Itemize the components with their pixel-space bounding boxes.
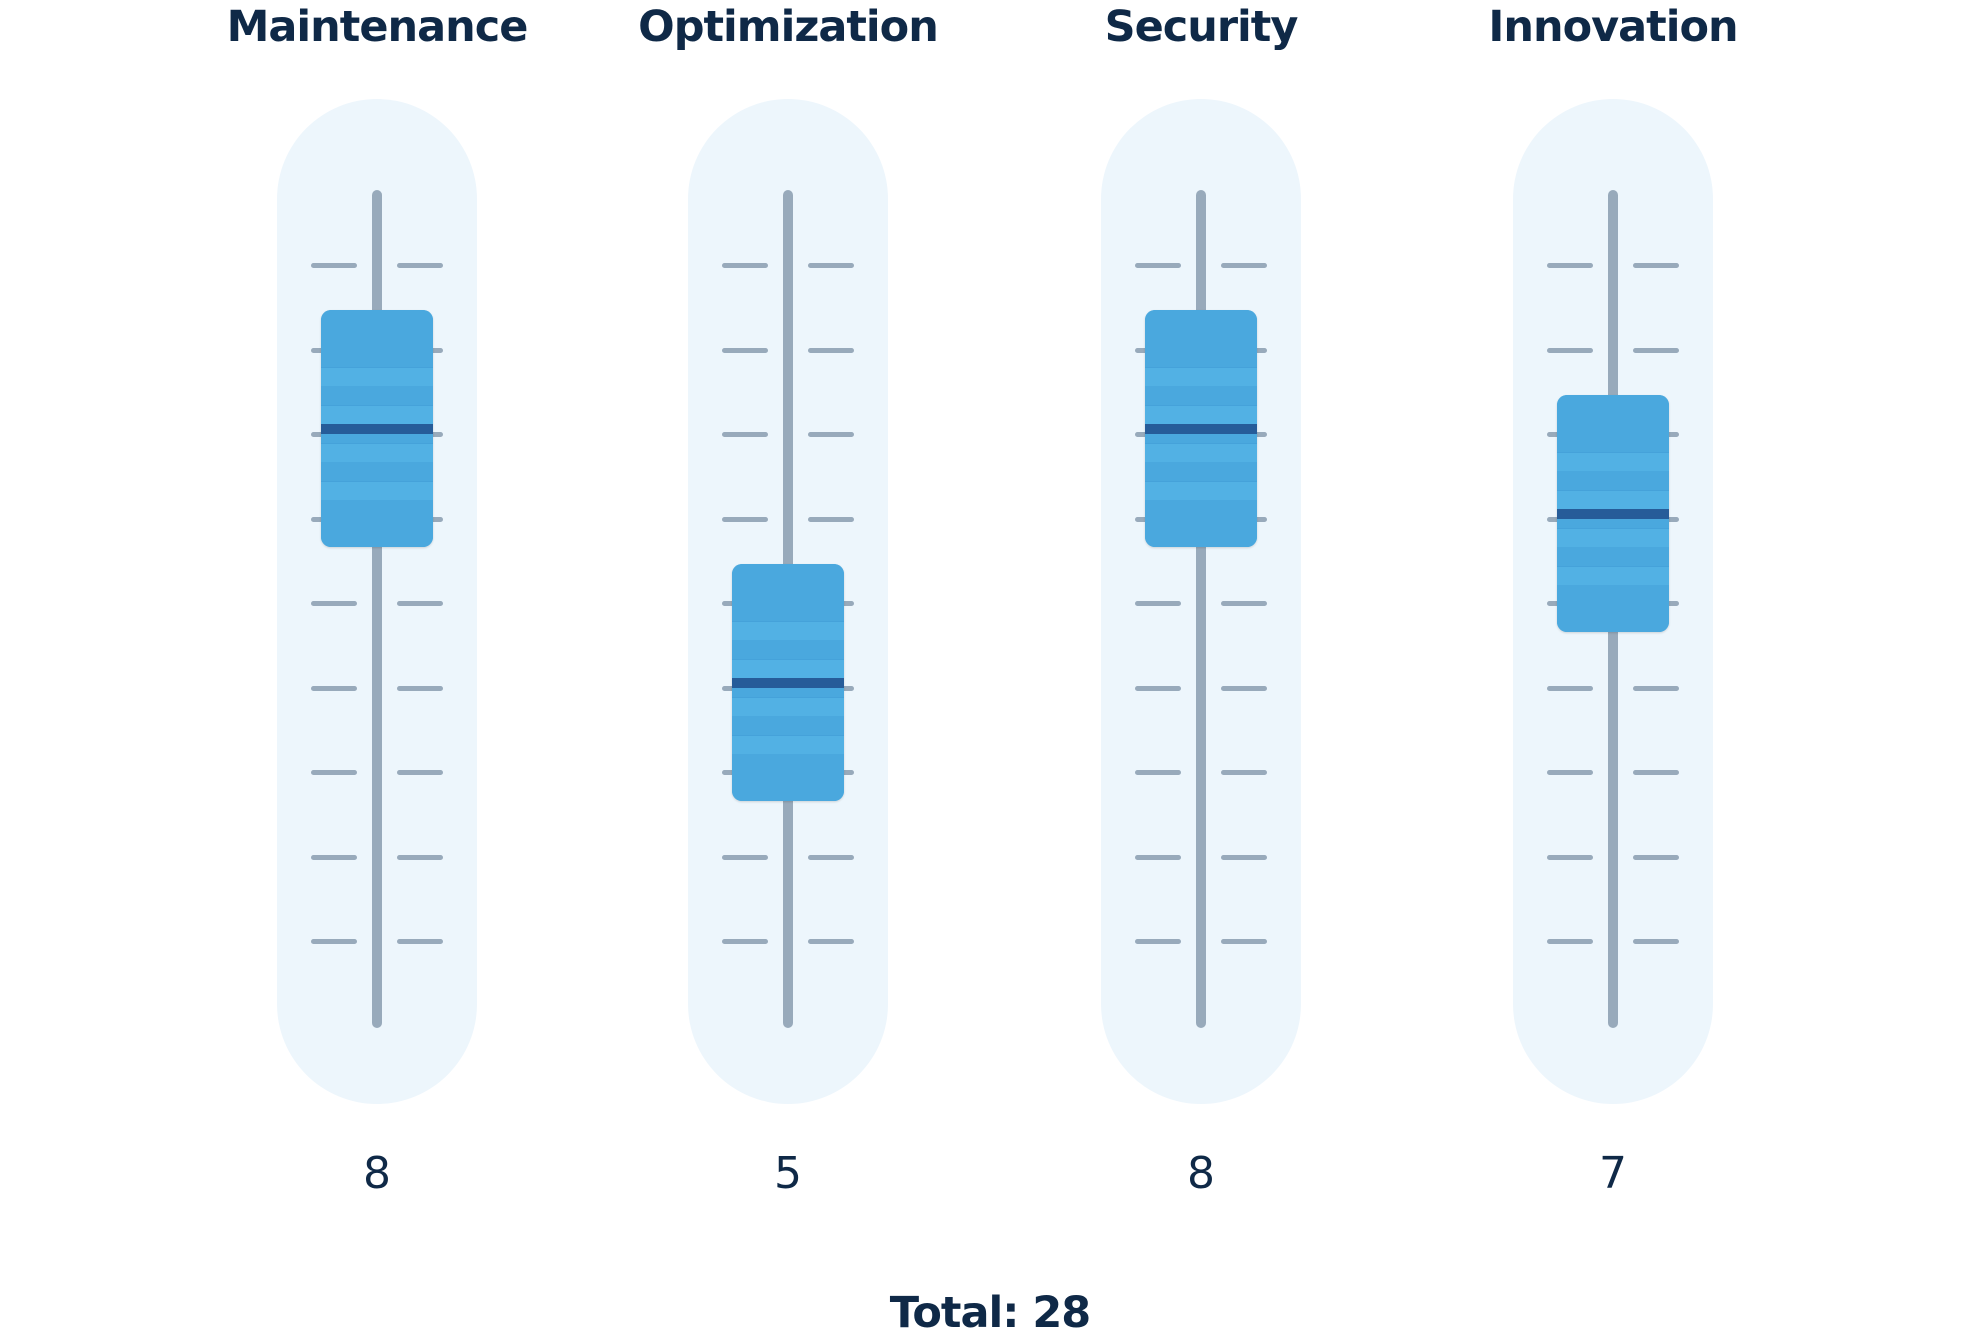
tick-mark [397, 685, 443, 691]
slider-title: Innovation [1488, 2, 1738, 52]
slider-rail[interactable] [372, 190, 382, 1028]
slider-value: 5 [774, 1148, 802, 1199]
tick-mark [397, 854, 443, 860]
tick-mark [1221, 770, 1267, 775]
slider-handle[interactable] [1145, 310, 1257, 547]
handle-grip-line [732, 677, 844, 688]
tick-mark [808, 347, 854, 353]
tick-mark [1135, 854, 1181, 860]
handle-grip-line [321, 424, 433, 434]
total-label: Total: 28 [889, 1288, 1091, 1338]
tick-mark [397, 939, 443, 944]
tick-mark [397, 770, 443, 775]
slider-maintenance: Maintenance 8 [177, 0, 577, 1338]
slider-value: 7 [1599, 1148, 1627, 1199]
tick-mark [1633, 347, 1679, 353]
tick-mark [722, 347, 768, 353]
slider-rail[interactable] [1196, 190, 1206, 1028]
tick-mark [1221, 601, 1267, 606]
tick-mark [722, 263, 768, 268]
tick-mark [311, 263, 357, 268]
tick-mark [1547, 685, 1593, 691]
tick-mark [722, 854, 768, 860]
tick-mark [808, 432, 854, 437]
tick-mark [1135, 685, 1181, 691]
tick-mark [311, 685, 357, 691]
slider-optimization: Optimization 5 [588, 0, 988, 1338]
tick-mark [1135, 770, 1181, 775]
tick-mark [1221, 685, 1267, 691]
slider-title: Security [1104, 2, 1299, 52]
tick-mark [1547, 854, 1593, 860]
tick-mark [1547, 939, 1593, 944]
tick-mark [1633, 770, 1679, 775]
slider-innovation: Innovation 7 [1413, 0, 1813, 1338]
tick-mark [1633, 854, 1679, 860]
tick-mark [1135, 263, 1181, 268]
tick-mark [311, 601, 357, 606]
slider-handle[interactable] [321, 310, 433, 547]
tick-mark [1633, 263, 1679, 268]
slider-handle[interactable] [1557, 394, 1669, 632]
tick-mark [311, 854, 357, 860]
slider-title: Maintenance [226, 2, 529, 52]
tick-mark [808, 263, 854, 268]
handle-grip-line [1557, 508, 1669, 519]
tick-mark [1221, 939, 1267, 944]
tick-mark [311, 770, 357, 775]
tick-mark [722, 516, 768, 522]
slider-value: 8 [1187, 1148, 1215, 1199]
tick-mark [1135, 601, 1181, 606]
tick-mark [808, 939, 854, 944]
tick-mark [1221, 263, 1267, 268]
tick-mark [1547, 263, 1593, 268]
tick-mark [808, 854, 854, 860]
tick-mark [1221, 854, 1267, 860]
slider-handle[interactable] [732, 563, 844, 801]
slider-title: Optimization [638, 2, 939, 52]
tick-mark [311, 939, 357, 944]
tick-mark [1547, 347, 1593, 353]
tick-mark [1547, 770, 1593, 775]
tick-mark [722, 432, 768, 437]
tick-mark [397, 601, 443, 606]
slider-value: 8 [363, 1148, 391, 1199]
tick-mark [1633, 939, 1679, 944]
tick-mark [808, 516, 854, 522]
tick-mark [722, 939, 768, 944]
handle-grip-line [1145, 424, 1257, 434]
slider-security: Security 8 [1001, 0, 1401, 1338]
tick-mark [1633, 685, 1679, 691]
tick-mark [397, 263, 443, 268]
tick-mark [1135, 939, 1181, 944]
